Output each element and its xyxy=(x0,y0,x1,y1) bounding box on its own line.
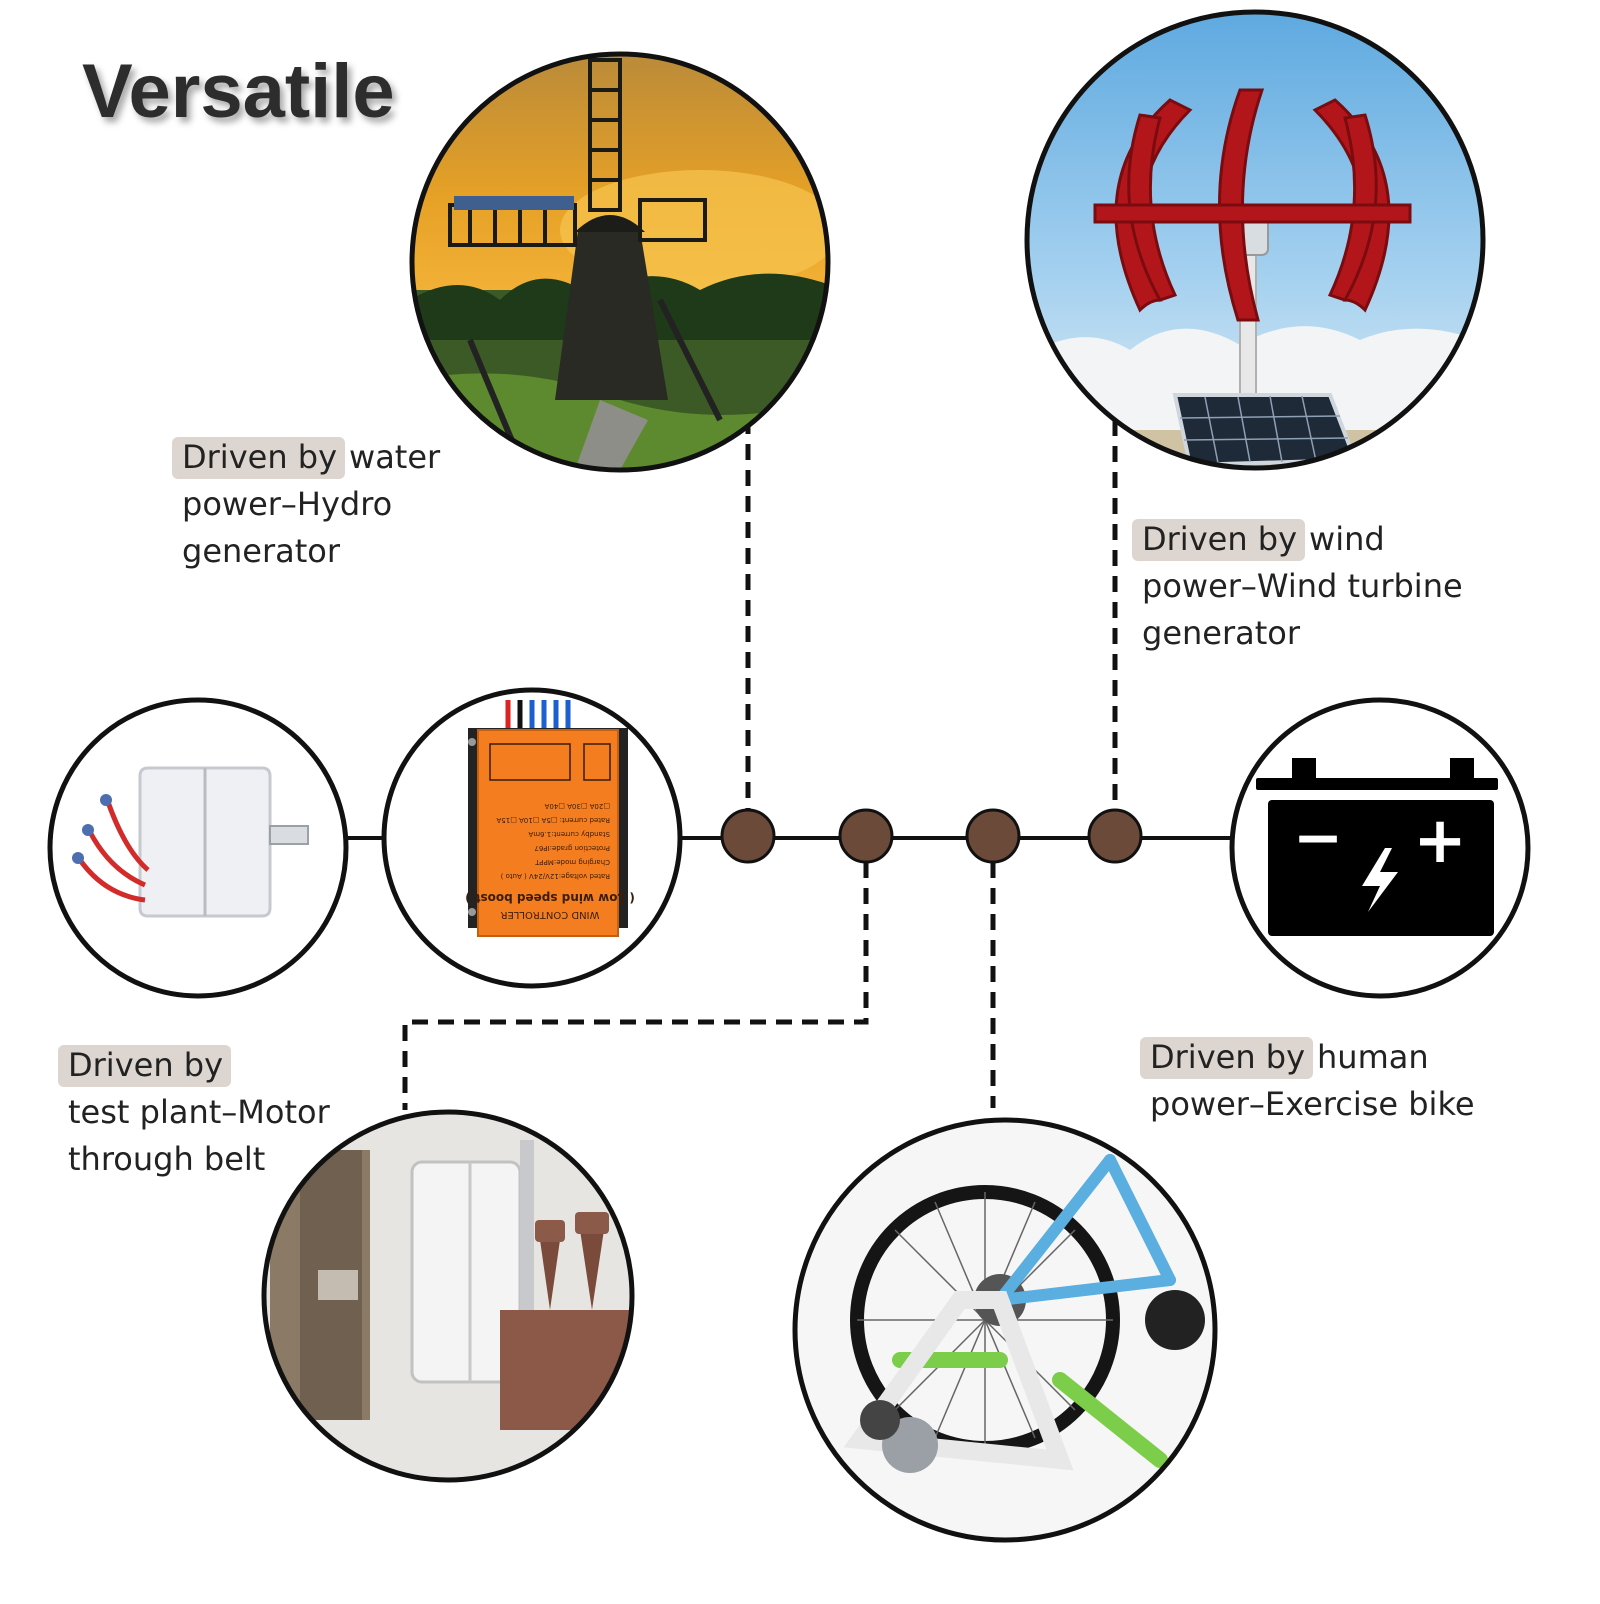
turbine-blades xyxy=(1093,88,1412,322)
battery-plus-sign: + xyxy=(1413,804,1467,878)
controller-spec-3: Protection grade:IP67 xyxy=(534,844,610,852)
label-wind-line2: power–Wind turbine xyxy=(1142,567,1463,605)
dash-motor xyxy=(402,862,869,1110)
label-hydro-prefix: Driven by xyxy=(172,437,346,479)
controller-wires xyxy=(505,700,571,730)
exercise-bike-photo-circle xyxy=(792,1117,1218,1543)
label-motor-line2: test plant–Motor xyxy=(68,1093,330,1131)
label-motor: Driven by test plant–Motor through belt xyxy=(58,1042,330,1183)
junction-nodes xyxy=(720,808,1143,864)
solar-panel xyxy=(1172,393,1358,468)
bike-frame xyxy=(994,1154,1176,1306)
label-bike-prefix: Driven by xyxy=(1140,1037,1314,1079)
controller-spec-6: □20A □30A □40A xyxy=(544,802,610,810)
label-wind-prefix: Driven by xyxy=(1132,519,1306,561)
label-motor-prefix: Driven by xyxy=(58,1045,232,1087)
controller-subtitle: ( Low wind speed boost ) xyxy=(465,891,635,905)
label-hydro-line2: power–Hydro xyxy=(182,485,393,523)
controller-spec-4: Standby current:1.6mA xyxy=(528,830,610,838)
battery-circle: − + xyxy=(1229,697,1531,999)
label-bike-line1: human xyxy=(1317,1038,1429,1076)
battery-minus-sign: − xyxy=(1293,803,1343,873)
controller-brand: WIND CONTROLLER xyxy=(501,909,600,920)
controller-photo-circle: WIND CONTROLLER ( Low wind speed boost )… xyxy=(381,687,683,989)
node-hydro xyxy=(720,808,776,864)
lightning-bolt-icon xyxy=(1362,848,1398,912)
label-wind-line1: wind xyxy=(1309,520,1385,558)
page-title: Versatile xyxy=(82,49,395,134)
controller-spec-2: Charging mode:MPPT xyxy=(534,858,610,866)
label-motor-line3: through belt xyxy=(68,1140,266,1178)
controller-spec-5: Rated current: □5A □10A □15A xyxy=(496,816,610,824)
controller-spec-1: Rated voltage:12V/24V ( Auto ) xyxy=(500,872,610,880)
windmill-base xyxy=(575,400,648,470)
node-wind xyxy=(1087,808,1143,864)
motor-photo-circle xyxy=(261,1109,635,1483)
node-motor xyxy=(838,808,894,864)
label-bike-line2: power–Exercise bike xyxy=(1150,1085,1475,1123)
label-hydro-line1: water xyxy=(349,438,441,476)
label-hydro-line3: generator xyxy=(182,532,341,570)
wind-turbine-photo-circle xyxy=(1024,9,1486,471)
windmill-photo-circle xyxy=(409,51,831,473)
battery-icon: − + xyxy=(1256,758,1498,936)
node-bike xyxy=(965,808,1021,864)
label-wind-line3: generator xyxy=(1142,614,1301,652)
generator-photo-circle xyxy=(47,697,349,999)
